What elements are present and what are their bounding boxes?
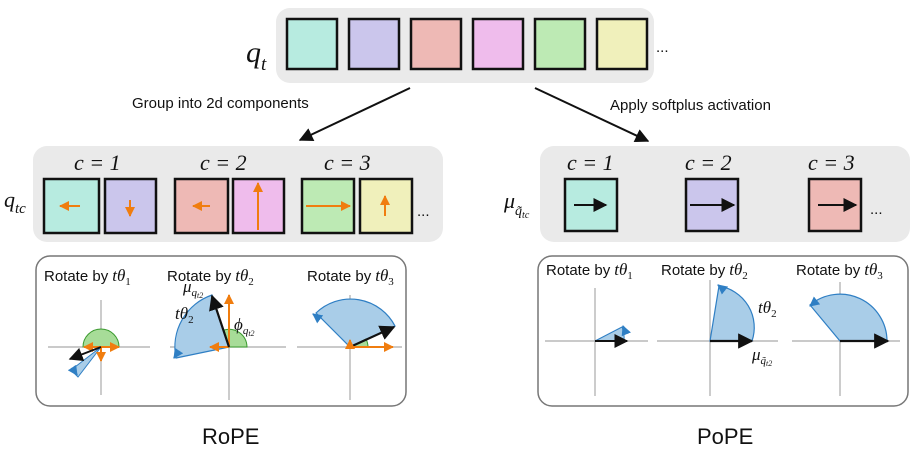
pope-subplot-1 (545, 288, 648, 396)
rope-c3-label: c = 3 (324, 150, 371, 175)
rope-s2-query-vector (209, 294, 231, 348)
rope-c2-label: c = 2 (200, 150, 247, 175)
pope-mu-label: μq̃tc (503, 188, 530, 221)
rope-s2-phi-label: ϕqt2 (234, 315, 255, 338)
rope-s3-rotation-arrow (312, 313, 324, 324)
pope-s3-rotation-arrow (809, 296, 821, 307)
rope-subplot-3 (297, 295, 402, 400)
pope-ellipsis: ... (870, 201, 883, 218)
rope-s3-query-vector (349, 325, 396, 349)
rope-s2-theta-label: tθ2 (175, 304, 194, 326)
pope-s2-rotation-arrow (717, 284, 729, 295)
rope-caption: RoPE (202, 424, 259, 449)
qt-label: qt (246, 36, 267, 75)
split-arrows: Group into 2d components Apply softplus … (132, 87, 771, 142)
pope-c2-label: c = 2 (685, 150, 732, 175)
qt-cell-green (533, 17, 587, 71)
group-arrow (298, 87, 411, 141)
pope-c1-cell (563, 177, 619, 233)
softplus-arrow (534, 87, 650, 142)
pope-caption: PoPE (697, 424, 753, 449)
pope-subplot-2: tθ2 μq̃t2 (657, 280, 778, 396)
rope-subplot-1 (48, 300, 150, 395)
rope-qtc-label: qtc (4, 187, 26, 217)
rope-components: qtc c = 1 c = 2 c = 3 ... (4, 146, 443, 242)
rope-s2-mu-label: μqt2 (182, 277, 203, 300)
pope-s2-theta-label: tθ2 (758, 298, 777, 320)
rope-s1-rotation-arrow (67, 364, 78, 376)
pope-subplot-3 (792, 282, 900, 396)
group-arrow-label: Group into 2d components (132, 95, 309, 112)
pope-s2-mu-label: μq̃t2 (751, 345, 772, 368)
rope-s2-rotation-arrow (173, 347, 184, 359)
qt-cell-teal (285, 17, 339, 71)
pope-components: μq̃tc c = 1 c = 2 c = 3 ... (503, 146, 910, 242)
rope-subplot-2: tθ2 μqt2 ϕqt2 (170, 277, 286, 400)
qt-vector: qt ... (246, 8, 669, 83)
qt-ellipsis: ... (656, 39, 669, 56)
pope-c3-label: c = 3 (808, 150, 855, 175)
rope-c1-label: c = 1 (74, 150, 121, 175)
pope-c1-label: c = 1 (567, 150, 614, 175)
qt-cell-yellow (595, 17, 649, 71)
pope-s1-rotation-arrow (621, 325, 631, 337)
qt-cell-salmon (409, 17, 463, 71)
rope-s1-query-vector (68, 346, 102, 361)
softplus-arrow-label: Apply softplus activation (610, 97, 771, 114)
qt-cell-lavender (347, 17, 401, 71)
qt-cell-pink (471, 17, 525, 71)
rope-ellipsis: ... (417, 203, 430, 220)
